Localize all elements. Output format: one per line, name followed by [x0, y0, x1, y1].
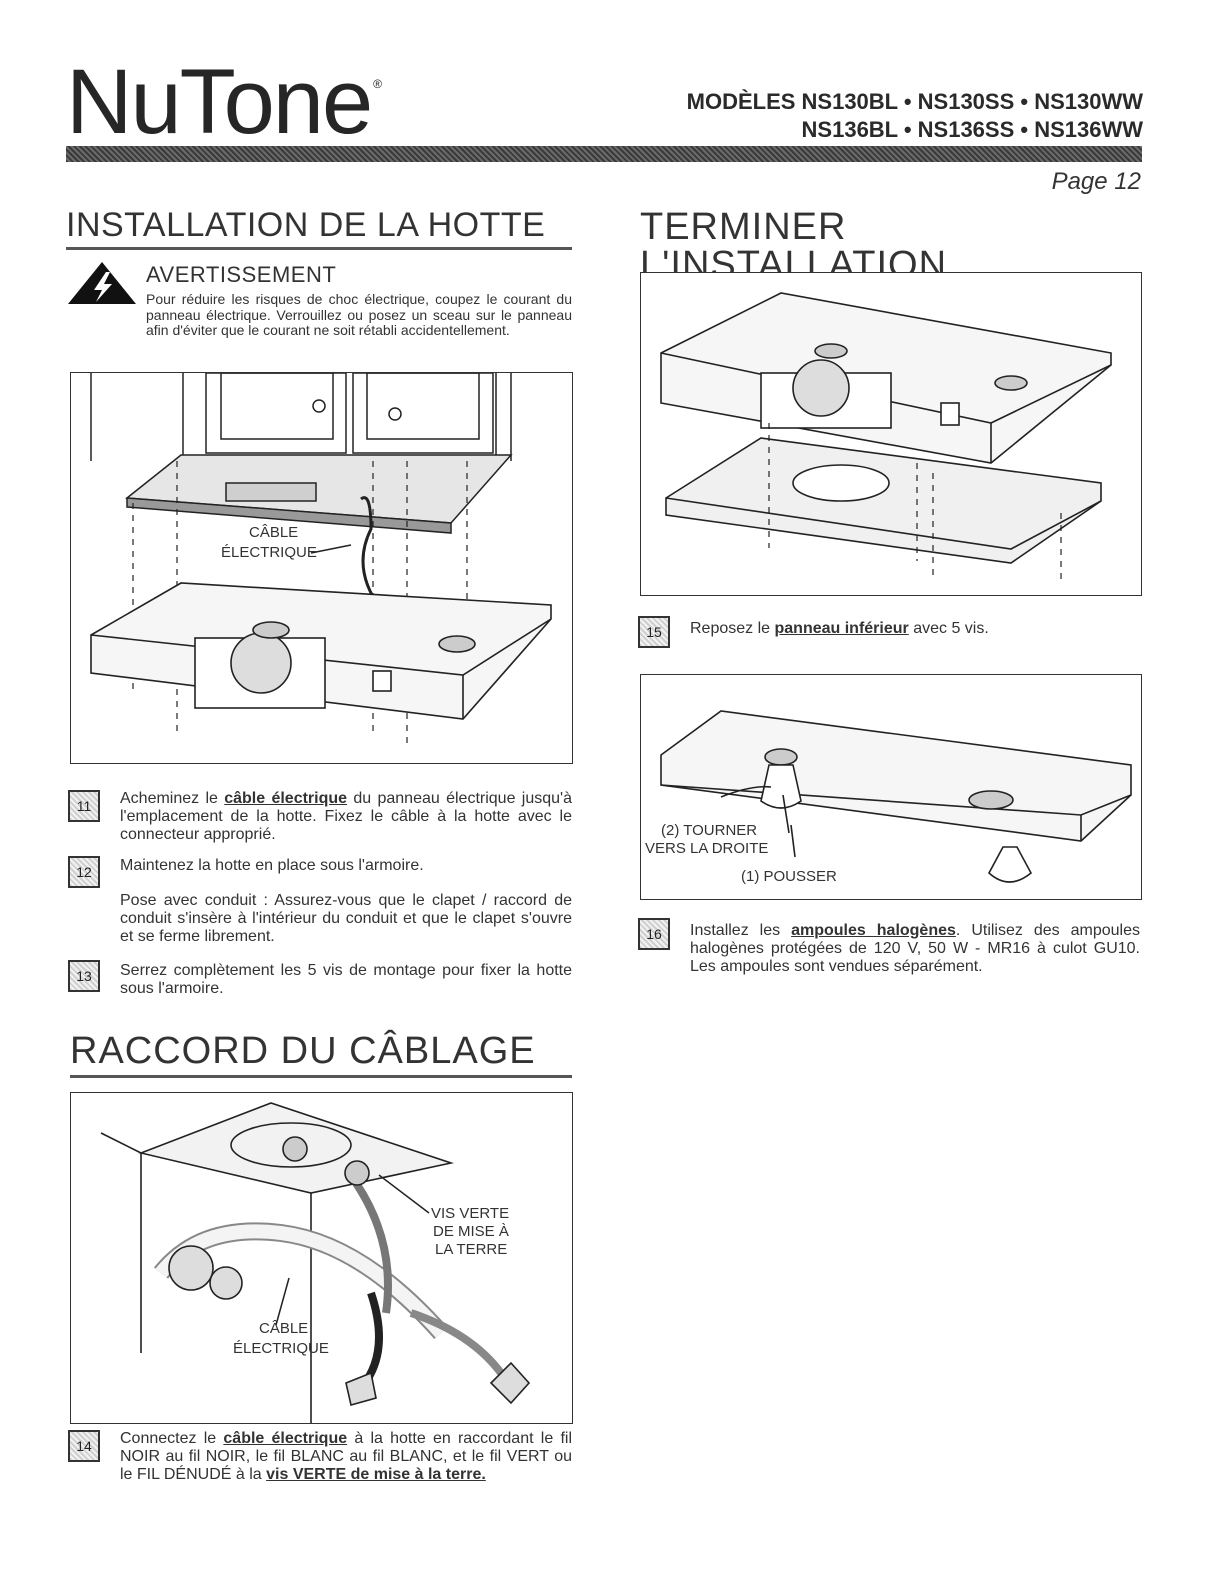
step-12-badge: 12	[68, 856, 100, 888]
brand-logo: NuTone®	[66, 51, 382, 153]
page-number: Page 12	[1051, 168, 1141, 195]
step-16-text: Installez les ampoules halogènes. Utilis…	[690, 922, 1141, 975]
wiring-heading: RACCORD DU CÂBLAGE	[70, 1032, 572, 1078]
step-12-note: Pose avec conduit : Assurez-vous que le …	[120, 892, 572, 945]
figure-hood-mounting: CÂBLE ÉLECTRIQUE	[70, 372, 573, 764]
figure-halogen-bulbs: (2) TOURNER VERS LA DROITE (1) POUSSER	[640, 674, 1142, 900]
fig2-cable-label-1: CÂBLE	[259, 1320, 308, 1337]
fig2-cable-label-2: ÉLECTRIQUE	[233, 1340, 329, 1357]
models-line-2: NS136BL • NS136SS • NS136WW	[801, 117, 1143, 142]
warning-icon	[66, 260, 138, 311]
fig2-screw-label-2: DE MISE À	[433, 1223, 509, 1240]
fig1-cable-label-2: ÉLECTRIQUE	[221, 544, 317, 561]
warning-title: AVERTISSEMENT	[146, 262, 337, 287]
step-12-text: Maintenez la hotte en place sous l'armoi…	[120, 857, 424, 874]
header-rule	[66, 146, 1142, 162]
figure-bottom-panel	[640, 272, 1142, 596]
install-heading: INSTALLATION DE LA HOTTE	[66, 208, 572, 250]
step-11-badge: 11	[68, 790, 100, 822]
step-16-badge: 16	[638, 918, 670, 950]
warning-text: Pour réduire les risques de choc électri…	[146, 291, 572, 338]
fig1-cable-label-1: CÂBLE	[249, 524, 298, 541]
step-14-text: Connectez le câble électrique à la hotte…	[120, 1430, 573, 1483]
fig2-screw-label-3: LA TERRE	[435, 1241, 507, 1258]
step-11-text: Acheminez le câble électrique du panneau…	[120, 790, 572, 843]
fig4-turn-label-1: (2) TOURNER	[661, 822, 757, 839]
fig4-push-label: (1) POUSSER	[741, 868, 837, 885]
step-15-badge: 15	[638, 616, 670, 648]
fig4-turn-label-2: VERS LA DROITE	[645, 840, 768, 857]
step-13-badge: 13	[68, 960, 100, 992]
step-15-text: Reposez le panneau inférieur avec 5 vis.	[690, 620, 989, 637]
models-line-1: MODÈLES NS130BL • NS130SS • NS130WW	[686, 89, 1143, 114]
fig2-screw-label-1: VIS VERTE	[431, 1205, 509, 1222]
step-13-text: Serrez complètement les 5 vis de montage…	[120, 962, 572, 997]
figure-wiring: VIS VERTE DE MISE À LA TERRE CÂBLE ÉLECT…	[70, 1092, 573, 1424]
step-14-badge: 14	[68, 1430, 100, 1462]
